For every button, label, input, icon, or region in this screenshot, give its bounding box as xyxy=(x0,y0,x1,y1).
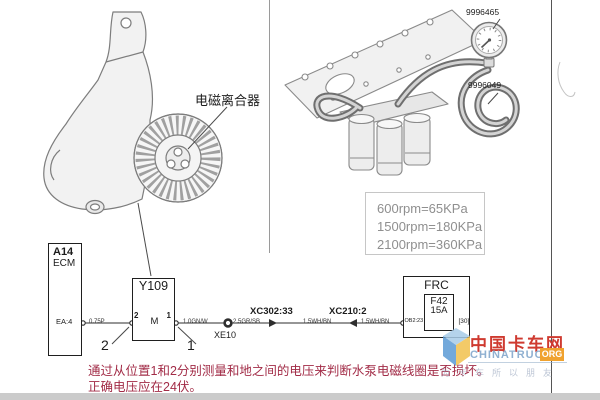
fuse-inner-box xyxy=(424,294,454,331)
ecm-pin-label: EA:4 xyxy=(56,317,73,326)
gauge-part-number: 9996465 xyxy=(466,7,500,17)
ecm-id: A14 xyxy=(53,246,74,258)
connector-xc210-label: XC210:2 xyxy=(329,306,367,317)
bottom-edge-bar xyxy=(0,393,600,400)
fuse-pin-out-label: [30] xyxy=(458,318,470,325)
pressure-reading: 2100rpm=360KPa xyxy=(377,237,483,252)
wire-label-10gnw: 1.0GN/W xyxy=(183,318,208,325)
wire-label-15whbn-a: 1.5WH/BN xyxy=(303,319,332,325)
pressure-hose xyxy=(313,58,520,138)
water-pump-illustration xyxy=(43,11,223,215)
fuse-relay-center-id: FRC xyxy=(424,278,449,292)
wire-label-25grsb: 2.5GR/SB xyxy=(233,319,261,325)
cropped-artwork-fragment xyxy=(557,61,576,97)
watermark-underline xyxy=(468,362,567,363)
leader-lines-left xyxy=(137,106,228,277)
hose-part-number: 9996049 xyxy=(468,80,502,90)
clutch-solenoid-id: Y109 xyxy=(138,279,169,293)
callout-position-2: 2 xyxy=(101,337,109,353)
engine-illustration xyxy=(284,9,485,176)
callout-position-1: 1 xyxy=(187,337,195,353)
ecm-name: ECM xyxy=(53,258,76,269)
clutch-label: 电磁离合器 xyxy=(195,93,261,108)
pressure-reading: 1500rpm=180KPa xyxy=(377,219,483,234)
divider-right xyxy=(551,0,552,400)
clutch-solenoid-box xyxy=(132,278,175,341)
fuse-id: F42 xyxy=(430,296,448,307)
watermark-org-badge: ORG xyxy=(540,348,564,361)
wire-label-075p: 0.75P xyxy=(89,318,105,325)
arrow-right-icon xyxy=(269,319,277,327)
splice-xe10-icon xyxy=(223,318,233,328)
watermark-site-name-en: CHINATRUCK xyxy=(470,349,553,361)
wire-label-15whbn-b: 1.5WH/BN xyxy=(361,319,390,325)
leader-lines-right xyxy=(487,18,501,105)
pressure-reading: 600rpm=65KPa xyxy=(377,201,468,216)
pin-2-label: 2 xyxy=(134,311,139,320)
motor-label: M xyxy=(150,316,159,327)
note-line-2: 正确电压应在24伏。 xyxy=(88,380,202,394)
watermark-site-name-cn: 中国卡车网 xyxy=(470,335,565,354)
clutch-pulley xyxy=(133,113,223,203)
divider-left xyxy=(269,0,270,253)
splice-xe10-label: XE10 xyxy=(214,330,237,340)
arrow-left-icon xyxy=(349,319,357,327)
fuel-filters xyxy=(348,112,431,176)
watermark-slogan: 为卡车所以朋友 xyxy=(441,368,561,378)
note-line-1: 通过从位置1和2分别测量和地之间的电压来判断水泵电磁线圈是否损坏。 xyxy=(88,364,490,378)
pressure-readings-box: 600rpm=65KPa 1500rpm=180KPa 2100rpm=360K… xyxy=(365,192,485,255)
pressure-gauge xyxy=(470,21,508,68)
callout-leaders xyxy=(111,326,197,345)
ecm-box xyxy=(48,243,82,356)
fuse-pin-in-label: OB2:23 xyxy=(404,318,424,324)
pin-1-label: 1 xyxy=(166,311,171,320)
connector-xc302-label: XC302:33 xyxy=(250,306,293,317)
wire-arrows xyxy=(269,319,357,327)
fuse-rating: 15A xyxy=(430,305,448,316)
